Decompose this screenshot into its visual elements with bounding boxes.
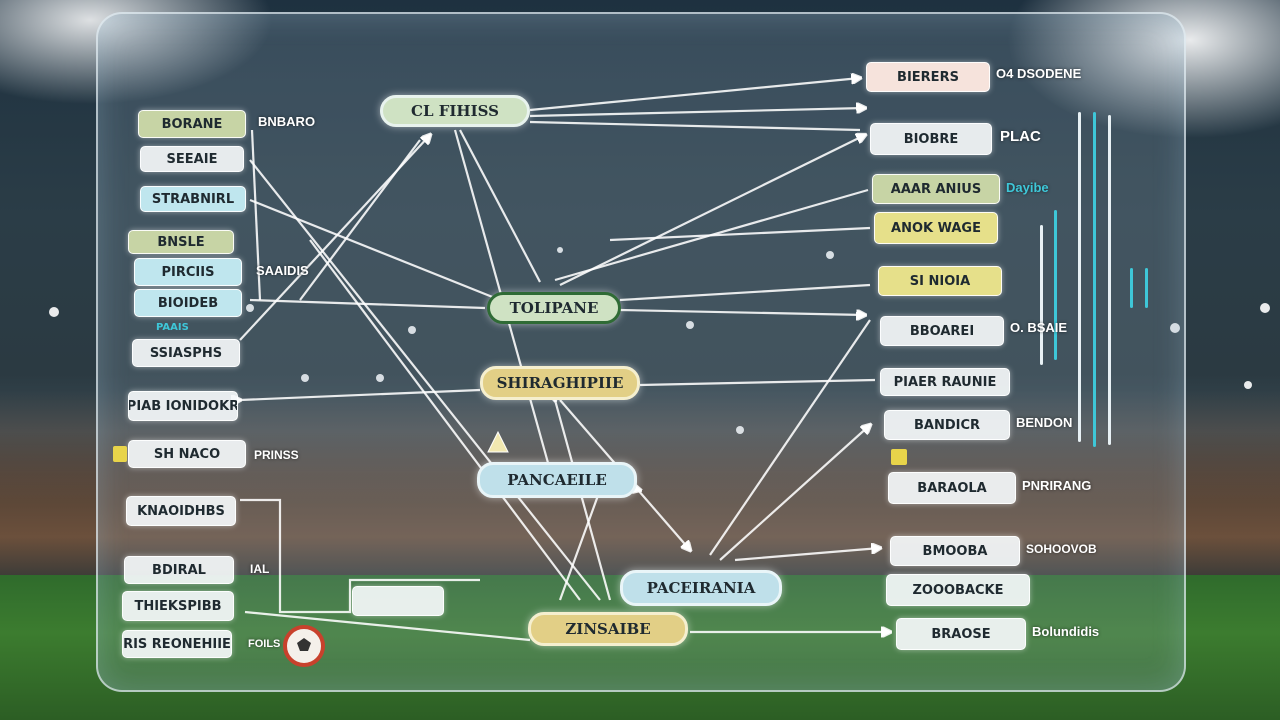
right-node[interactable]: BARAOLA (888, 472, 1016, 504)
small-left-label: PAAIS (156, 322, 189, 333)
center-node-middle-low[interactable]: SHIRAGHIPIIE (480, 366, 640, 400)
left-node[interactable]: SH NACO (128, 440, 246, 468)
accent-bar (1108, 115, 1111, 445)
right-node-side: Dayibe (1006, 180, 1049, 195)
right-node[interactable]: BMOOBA (890, 536, 1020, 566)
accent-bar (1093, 112, 1096, 447)
right-node-side: PNRIRANG (1022, 478, 1092, 493)
left-node[interactable]: KNAOIDHBS (126, 496, 236, 526)
left-node[interactable]: BORANE (138, 110, 246, 138)
left-node[interactable]: STRABNIRL (140, 186, 246, 212)
left-node-side: BNBARO (258, 114, 316, 129)
left-node-side: PRINSS (254, 448, 299, 462)
soccer-ball-icon (283, 625, 325, 667)
right-node[interactable]: BIOBRE (870, 123, 992, 155)
accent-bar (1130, 268, 1133, 308)
accent-bar (1054, 210, 1057, 360)
right-node[interactable]: PIAER RAUNIE (880, 368, 1010, 396)
trophy-icon (113, 446, 127, 462)
left-node[interactable]: BIOIDEB (134, 289, 242, 317)
center-node-top[interactable]: CL FIHISS (380, 95, 530, 127)
right-node[interactable]: BANDICR (884, 410, 1010, 440)
right-node[interactable]: SI NIOIA (878, 266, 1002, 296)
right-node[interactable]: BRAOSE (896, 618, 1026, 650)
left-node-side: SAAIDIS (256, 263, 309, 278)
left-node-extra[interactable] (352, 586, 444, 616)
right-node[interactable]: BIERERS (866, 62, 990, 92)
trophy-icon (891, 449, 907, 465)
arrowhead-icon (487, 430, 509, 453)
right-node-side: O. BSAIE (1010, 320, 1068, 335)
center-node-bottom[interactable]: ZINSAIBE (528, 612, 688, 646)
accent-bar (1040, 225, 1043, 365)
center-node-bottom-right[interactable]: PACEIRANIA (620, 570, 782, 606)
left-node-side: FOILS (248, 638, 281, 650)
right-node[interactable]: BBOAREI (880, 316, 1004, 346)
left-node[interactable]: RIS REONEHIIE (122, 630, 232, 658)
accent-bar (1078, 112, 1081, 442)
right-node[interactable]: ANOK WAGE (874, 212, 998, 244)
center-node-middle[interactable]: TOLIPANE (487, 292, 621, 324)
left-node[interactable]: THIEKSPIBB (122, 591, 234, 621)
right-node-side: BENDON (1016, 415, 1073, 430)
right-node-side: O4 DSODENE (996, 66, 1082, 81)
left-node[interactable]: PIRCIIS (134, 258, 242, 286)
left-node[interactable]: PIAB IONIDOKR (128, 391, 238, 421)
right-node[interactable]: ZOOOBACKE (886, 574, 1030, 606)
left-node[interactable]: SSIASPHS (132, 339, 240, 367)
left-node-side: IAL (250, 562, 270, 576)
left-node[interactable]: SEEAIE (140, 146, 244, 172)
right-node-side: PLAC (1000, 128, 1041, 145)
right-node-side: Bolundidis (1032, 624, 1100, 639)
accent-bar (1145, 268, 1148, 308)
right-node-side: SOHOOVOB (1026, 542, 1097, 556)
right-node[interactable]: AAAR ANIUS (872, 174, 1000, 204)
left-node[interactable]: BDIRAL (124, 556, 234, 584)
center-node-lower[interactable]: PANCAEILE (477, 462, 637, 498)
left-node[interactable]: BNSLE (128, 230, 234, 254)
